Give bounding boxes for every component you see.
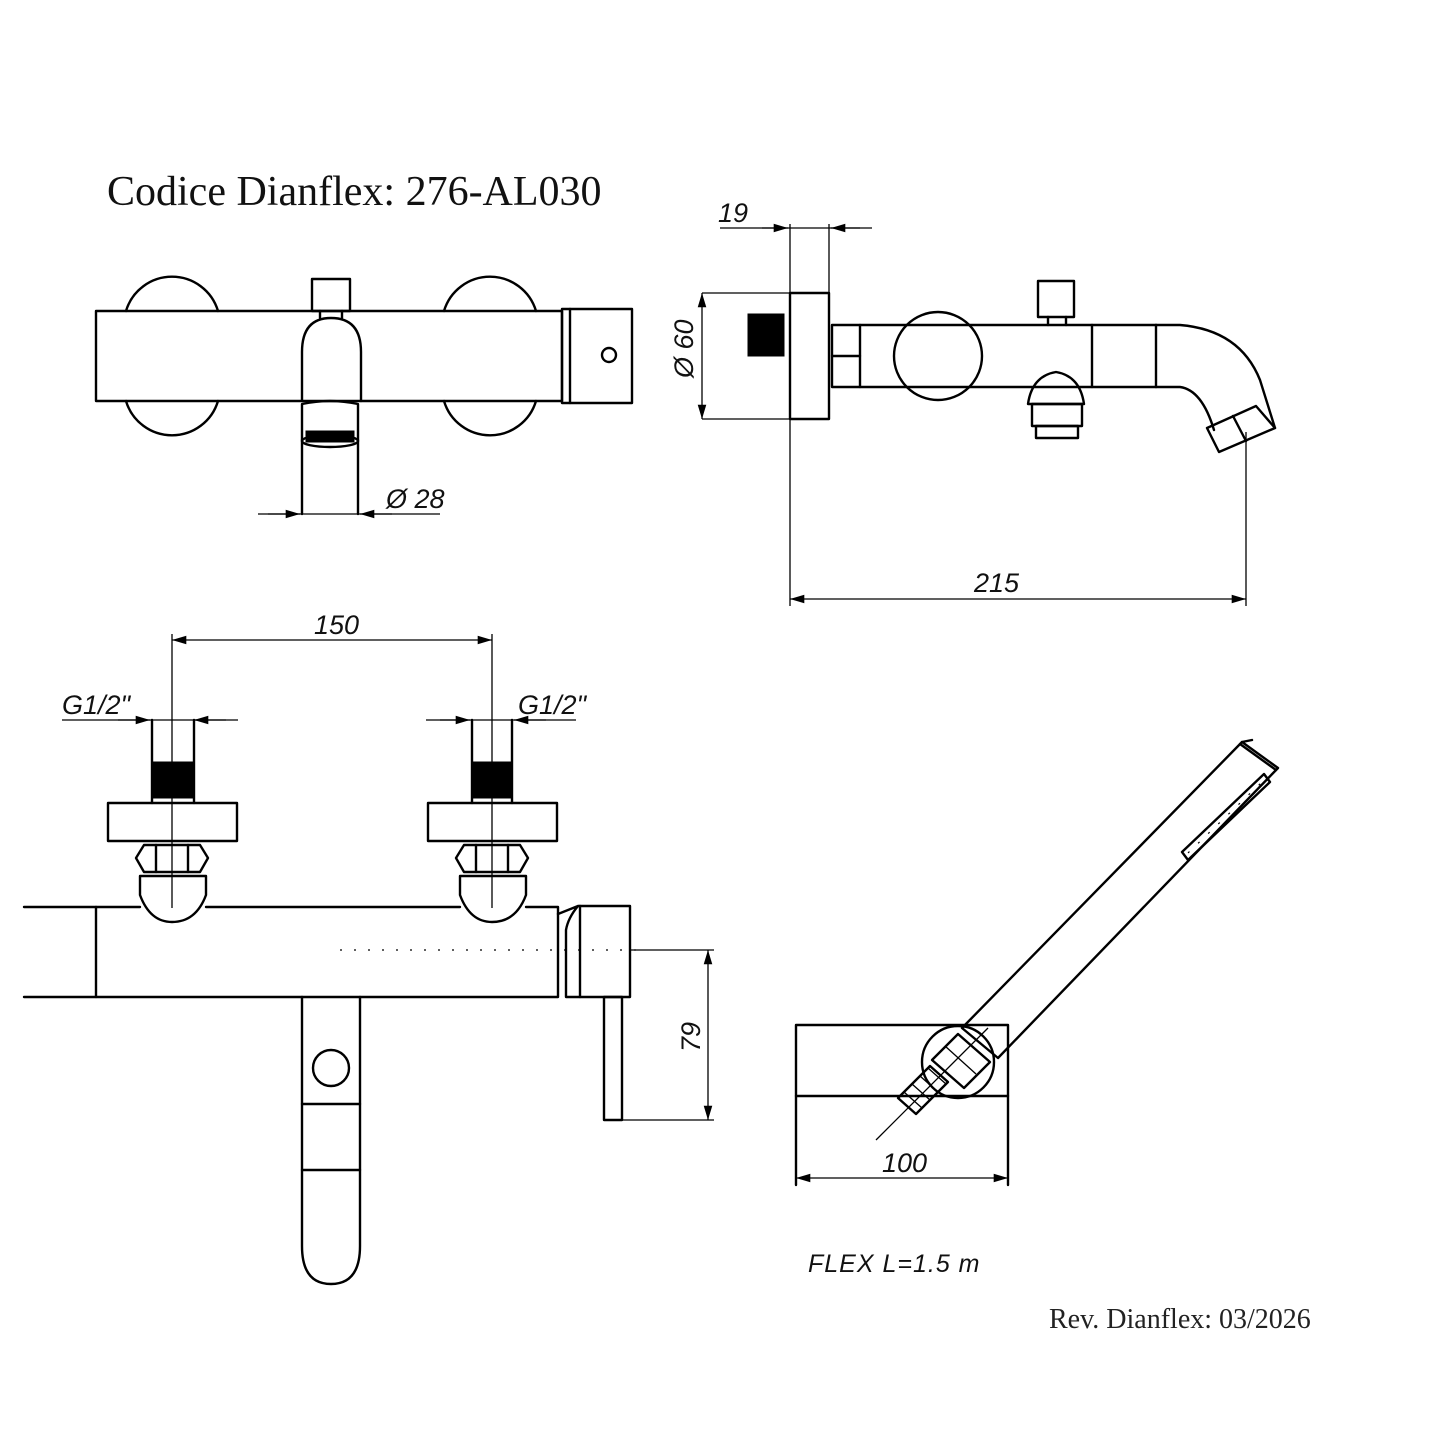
side-spout-tip (1205, 404, 1277, 454)
hand-shower-view: 100 (794, 738, 1280, 1187)
side-thread (747, 313, 785, 357)
dim-spout-diameter: Ø 28 (385, 484, 445, 514)
front-diverter-button (311, 1048, 351, 1088)
left-inlet-flange (106, 801, 239, 843)
product-code-title: Codice Dianflex: 276-AL030 (107, 169, 602, 215)
side-body (858, 323, 1158, 389)
side-spout-curve (1154, 323, 1277, 432)
right-inlet-flange (426, 801, 559, 843)
dim-inlet-spacing: 150 (314, 610, 359, 640)
side-diverter-knob (1036, 279, 1076, 319)
left-inlet-nut (134, 843, 210, 874)
dim-wall-offset: 19 (718, 198, 748, 228)
shower-spray-face (1180, 772, 1272, 862)
flex-hose-note: FLEX L=1.5 m (808, 1250, 981, 1278)
side-shower-outlet (1026, 370, 1086, 406)
side-wall-flange (788, 291, 831, 421)
shower-holder-ring (920, 1024, 996, 1100)
dim-body-diameter: Ø 60 (669, 319, 699, 379)
side-handle-disc (892, 310, 984, 402)
left-inlet-elbow (138, 874, 208, 924)
front-view: 150 G1/2" G1/2" (22, 610, 714, 1286)
dim-holder-width: 100 (882, 1148, 927, 1178)
dim-lever-height: 79 (676, 1022, 706, 1052)
top-body-bar (94, 309, 564, 403)
right-inlet-elbow (458, 874, 528, 924)
dim-left-thread: G1/2" (62, 690, 132, 720)
top-left-flange (124, 275, 220, 313)
right-inlet-nut (454, 843, 530, 874)
top-diverter-knob (310, 277, 352, 313)
revision-label: Rev. Dianflex: 03/2026 (1049, 1304, 1311, 1335)
front-spout (300, 995, 362, 1286)
front-body (22, 905, 560, 999)
dim-projection: 215 (973, 568, 1020, 598)
shower-handle (960, 740, 1280, 1060)
top-knob-dot (600, 346, 618, 364)
front-thermostat-knob (556, 904, 632, 999)
top-view: Ø 28 (94, 275, 634, 519)
top-right-flange (442, 275, 538, 313)
left-inlet-thread (151, 761, 195, 799)
side-view: Ø 60 19 215 (669, 198, 1277, 606)
top-spout (300, 316, 363, 403)
shower-hose-thread (896, 1064, 950, 1116)
shower-connector (930, 1032, 992, 1090)
front-lever (602, 995, 624, 1122)
right-inlet-thread (471, 761, 513, 799)
shower-holder-block (794, 1023, 1010, 1098)
top-thermostat-knob (560, 307, 634, 405)
dim-right-thread: G1/2" (518, 690, 588, 720)
